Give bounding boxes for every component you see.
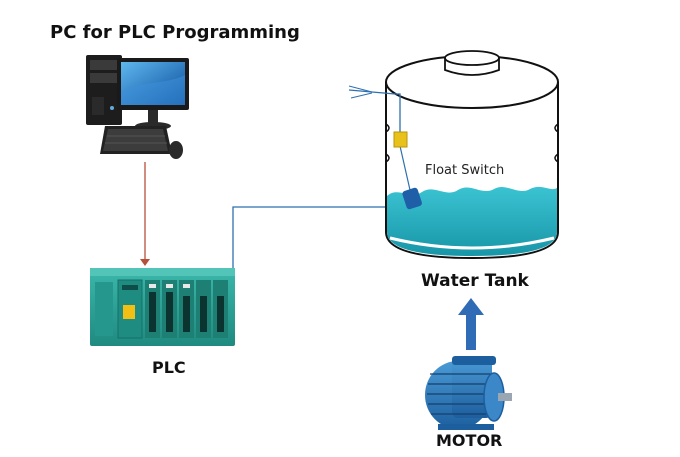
pc-mouse — [169, 141, 183, 159]
pc-keyboard — [100, 126, 172, 154]
motor-to-tank-arrow — [458, 298, 484, 350]
water-tank-label: Water Tank — [421, 271, 529, 291]
float-switch-float — [402, 187, 422, 210]
pc-label: PC for PLC Programming — [50, 22, 300, 43]
plc-label: PLC — [152, 358, 186, 377]
float-switch-label: Float Switch — [425, 163, 505, 178]
motor-label: MOTOR — [436, 431, 503, 450]
motor-icon — [425, 356, 512, 430]
pc-computer — [86, 55, 189, 159]
pc-tower — [86, 55, 122, 125]
tank-water — [387, 186, 557, 256]
plc-unit — [90, 268, 235, 346]
pc-monitor — [117, 58, 189, 130]
float-switch-sensor — [393, 131, 408, 148]
pc-to-plc-arrowhead — [140, 259, 150, 266]
water-tank — [348, 50, 559, 260]
plc-to-tank-link — [232, 206, 386, 270]
